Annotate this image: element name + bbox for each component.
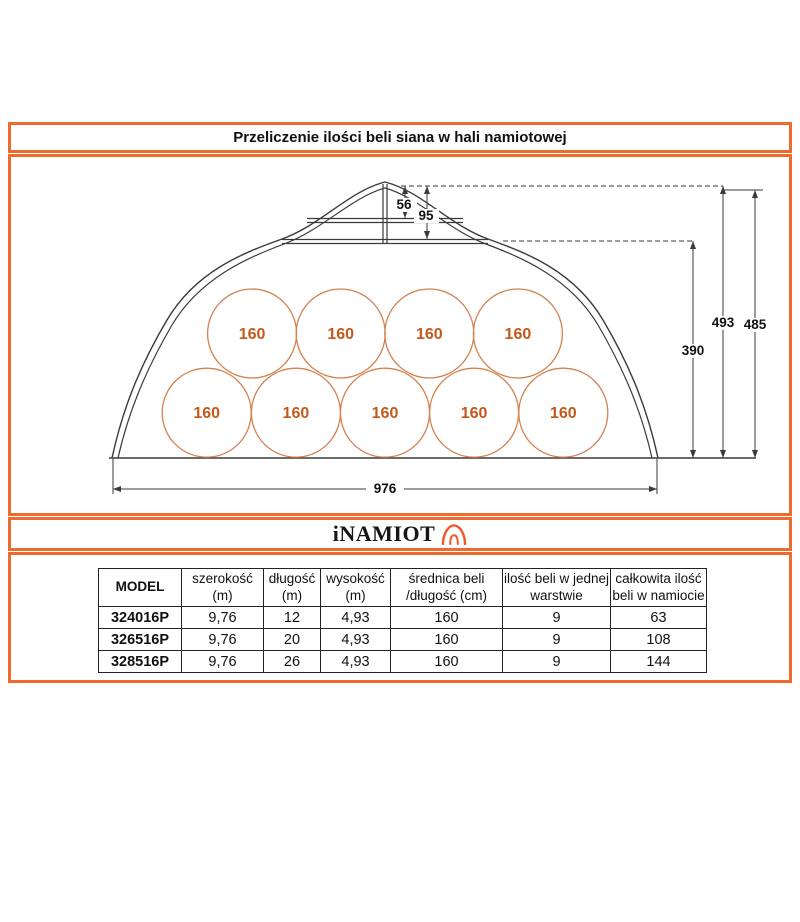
lower-beam	[282, 238, 488, 245]
cell-total-bales: 108	[610, 628, 707, 651]
reference-lines	[401, 185, 723, 242]
bale-label: 160	[239, 326, 266, 343]
bale-circles	[161, 288, 609, 458]
cell-length: 20	[263, 628, 321, 651]
bale-label: 160	[327, 326, 354, 343]
bale-label: 160	[416, 326, 443, 343]
page-title: Przeliczenie ilości beli siana w hali na…	[233, 129, 567, 146]
dimension-label-arch-height: 485	[744, 317, 767, 332]
col-header-height: wysokość(m)	[320, 568, 391, 607]
king-post	[382, 184, 388, 243]
title-bar: Przeliczenie ilości beli siana w hali na…	[8, 122, 792, 153]
col-header-bale-diameter: średnica beli/długość (cm)	[390, 568, 503, 607]
tent-logo-icon	[442, 523, 467, 545]
col-header-length: długość(m)	[263, 568, 321, 607]
cell-bale-diameter: 160	[390, 606, 503, 629]
bale-label: 160	[505, 326, 532, 343]
cell-width: 9,76	[181, 650, 264, 673]
dimension-label-ridge-to-upper-beam: 56	[396, 197, 412, 212]
diagram-panel: 160 160 160 160 160 160 160 160 160	[8, 154, 792, 516]
cell-model: 324016P	[98, 606, 182, 629]
spec-table: MODEL szerokość(m) długość(m) wysokość(m…	[98, 568, 707, 673]
bale-circle	[472, 288, 564, 379]
logo-bar: iNAMIOT	[8, 517, 792, 551]
dimension-label-beam-height: 390	[682, 343, 705, 358]
bale-labels: 160 160 160 160 160 160 160 160 160	[193, 326, 576, 422]
cell-total-bales: 63	[610, 606, 707, 629]
dimension-label-ridge-to-lower-beam: 95	[418, 208, 434, 223]
cell-bales-per-layer: 9	[502, 628, 611, 651]
table-header-row: MODEL szerokość(m) długość(m) wysokość(m…	[98, 568, 707, 607]
table-row: 326516P 9,76 20 4,93 160 9 108	[98, 628, 707, 651]
table-row: 328516P 9,76 26 4,93 160 9 144	[98, 650, 707, 673]
tent-diagram: 160 160 160 160 160 160 160 160 160	[109, 181, 771, 496]
dimension-labels: 56 95 390 493 485 976	[366, 197, 771, 496]
dimension-label-width: 976	[374, 481, 397, 496]
cell-length: 12	[263, 606, 321, 629]
cell-bales-per-layer: 9	[502, 650, 611, 673]
bale-circle	[518, 367, 609, 458]
bale-label: 160	[283, 405, 310, 422]
tent-arch-outer	[111, 181, 659, 459]
cell-width: 9,76	[181, 628, 264, 651]
cell-total-bales: 144	[610, 650, 707, 673]
table-row: 324016P 9,76 12 4,93 160 9 63	[98, 606, 707, 629]
cell-height: 4,93	[320, 606, 391, 629]
dimension-label-ridge-height: 493	[712, 315, 735, 330]
tent-arch-inner	[117, 187, 653, 459]
cell-bales-per-layer: 9	[502, 606, 611, 629]
cell-model: 326516P	[98, 628, 182, 651]
cell-height: 4,93	[320, 650, 391, 673]
bale-label: 160	[193, 405, 220, 422]
bale-label: 160	[550, 405, 577, 422]
page: Przeliczenie ilości beli siana w hali na…	[0, 122, 800, 922]
cell-length: 26	[263, 650, 321, 673]
table-panel: MODEL szerokość(m) długość(m) wysokość(m…	[8, 552, 792, 683]
logo-text: iNAMIOT	[332, 521, 436, 546]
col-header-model: MODEL	[98, 568, 182, 607]
bale-label: 160	[461, 405, 488, 422]
bale-label: 160	[372, 405, 399, 422]
cell-height: 4,93	[320, 628, 391, 651]
dimension-lines	[112, 186, 758, 494]
col-header-width: szerokość(m)	[181, 568, 264, 607]
cell-bale-diameter: 160	[390, 650, 503, 673]
cell-model: 328516P	[98, 650, 182, 673]
cell-width: 9,76	[181, 606, 264, 629]
upper-beam	[307, 217, 463, 224]
cell-bale-diameter: 160	[390, 628, 503, 651]
